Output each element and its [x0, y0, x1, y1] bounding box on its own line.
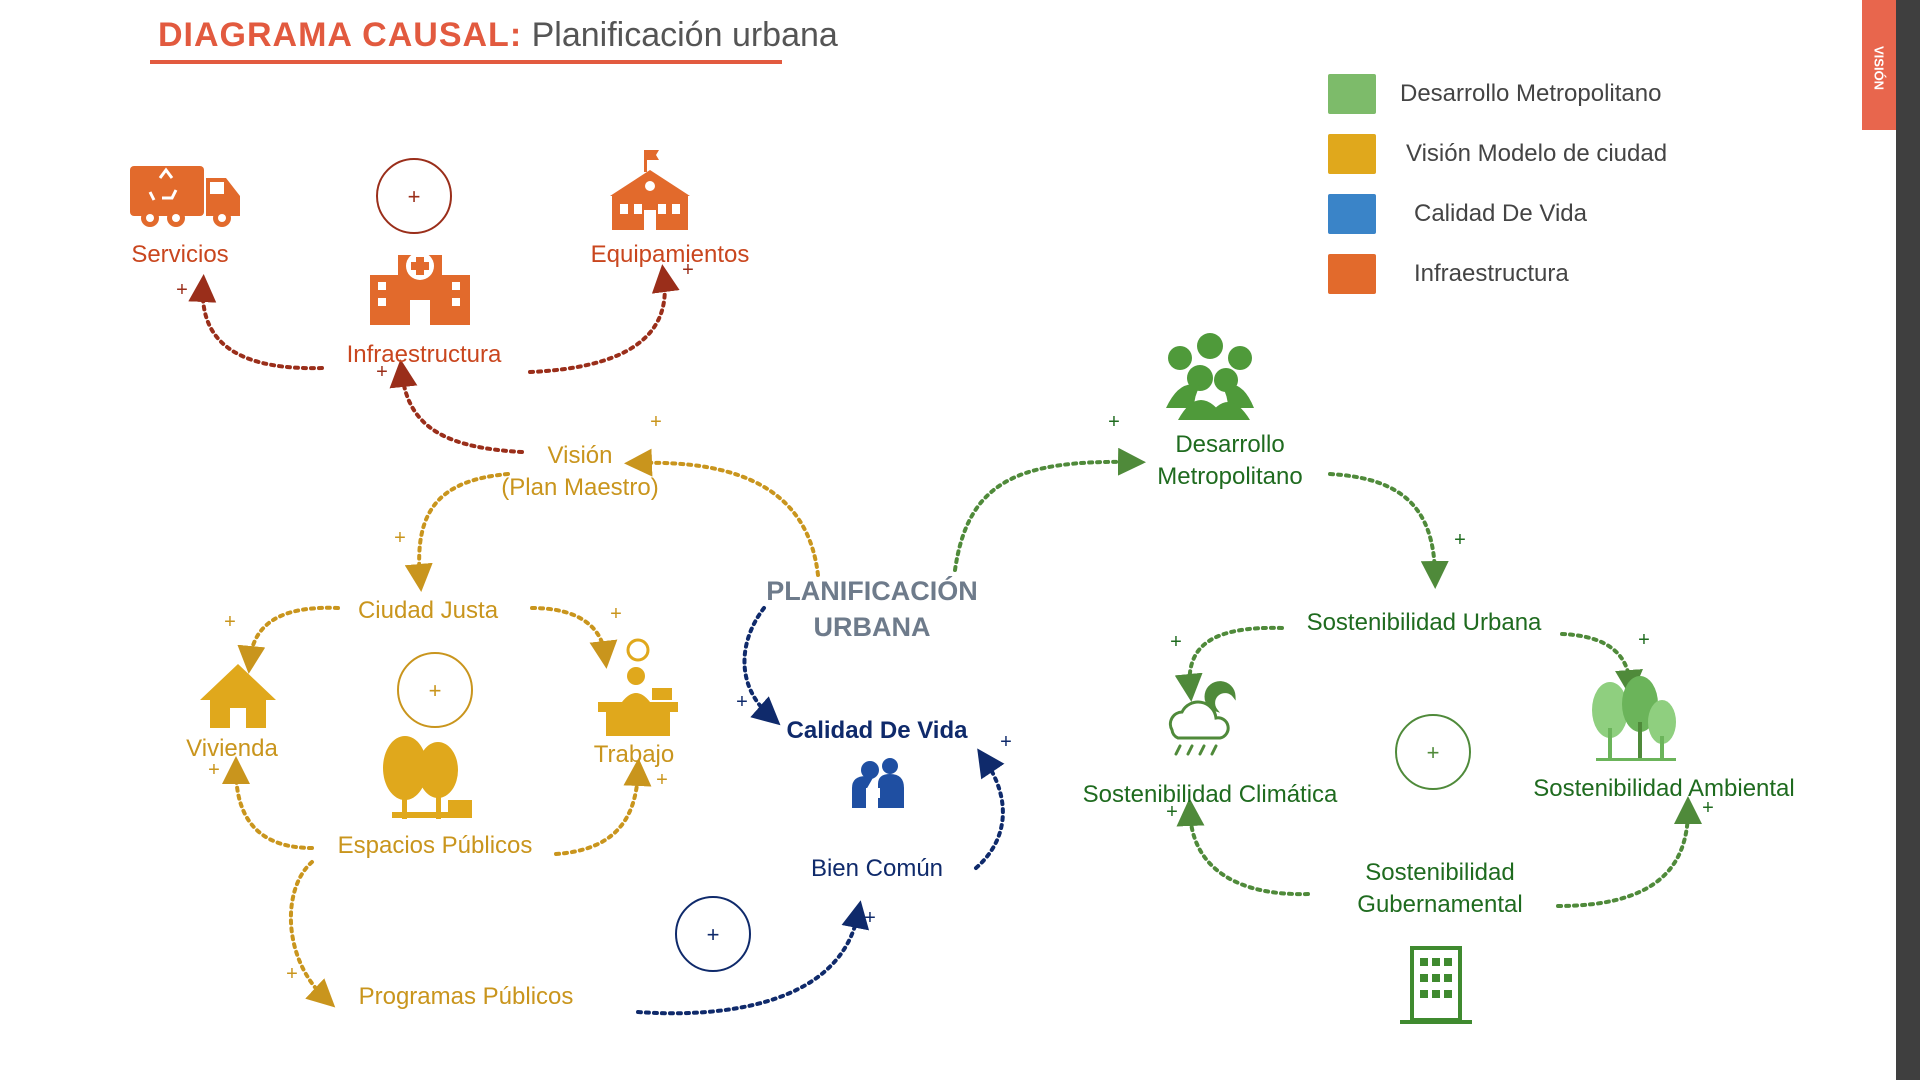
label-sost-ambiental: Sostenibilidad Ambiental: [1533, 775, 1795, 802]
arrow-vision-to-infra: [389, 359, 524, 454]
loop-sign-vision: +: [429, 678, 442, 703]
people-caring-icon: [852, 758, 904, 808]
label-desarrollo-l2: Metropolitano: [1157, 463, 1302, 490]
house-icon: [200, 664, 276, 728]
forest-icon: [1592, 676, 1676, 761]
loop-sign-green: +: [1427, 740, 1440, 765]
legend-label-calidad: Calidad De Vida: [1414, 200, 1588, 227]
arrow-sost-urbana-to-climatica: [1174, 625, 1284, 702]
label-programas-publicos: Programas Públicos: [359, 983, 574, 1010]
loop-sign-calidad: +: [707, 922, 720, 947]
label-calidad-de-vida: Calidad De Vida: [787, 717, 969, 744]
label-planificacion-l2: URBANA: [814, 612, 931, 642]
hospital-icon: [370, 252, 470, 325]
label-servicios: Servicios: [131, 241, 228, 268]
arrow-bien-comun-to-calidad: [974, 748, 1005, 870]
label-vision-l2: (Plan Maestro): [501, 474, 658, 501]
polarity-sign-climatica-bottom: +: [1166, 801, 1178, 823]
arrow-planificacion-to-calidad: [742, 606, 781, 726]
label-bien-comun: Bien Común: [811, 855, 943, 882]
polarity-sign-trabajo-bottom: +: [656, 769, 668, 791]
polarity-sign-vivienda-bottom: +: [208, 759, 220, 781]
arrow-gubernamental-to-ambiental: [1556, 796, 1702, 908]
vision-side-tab[interactable]: VISIÓN: [1862, 0, 1896, 130]
polarity-sign-sost-urbana: +: [1454, 529, 1466, 551]
polarity-sign-calidad-left: +: [736, 691, 748, 713]
loop-circle-calidad: [675, 896, 751, 972]
polarity-sign-climatica-top: +: [1170, 631, 1182, 653]
people-group-icon: [1166, 333, 1254, 420]
loop-circle-vision: [397, 652, 473, 728]
vision-side-tab-label: VISIÓN: [1871, 45, 1887, 91]
polarity-sign-infraestructura: +: [376, 361, 388, 383]
office-building-icon: [1400, 946, 1472, 1024]
polarity-sign-vision: +: [650, 411, 662, 433]
weather-icon: [1168, 681, 1236, 756]
label-vision-l1: Visión: [548, 442, 613, 469]
polarity-sign-ciudad-justa: +: [394, 527, 406, 549]
arrow-espacios-to-trabajo: [554, 758, 652, 856]
label-trabajo: Trabajo: [594, 741, 674, 768]
legend-label-infraestructura: Infraestructura: [1414, 260, 1569, 287]
legend-swatch-green: [1328, 74, 1376, 114]
arrow-infra-to-equipamientos: [528, 264, 680, 374]
arrow-sost-urbana-to-ambiental: [1560, 632, 1643, 698]
legend-item-vision: Visión Modelo de ciudad: [1328, 134, 1748, 178]
polarity-sign-desarrollo: +: [1108, 411, 1120, 433]
worker-desk-icon: [598, 638, 678, 736]
polarity-sign-equipamientos: +: [682, 259, 694, 281]
label-equipamientos: Equipamientos: [591, 241, 750, 268]
title-light: Planificación urbana: [531, 16, 838, 54]
arrow-infra-to-servicios: [188, 274, 324, 371]
diagram-title: DIAGRAMA CAUSAL: Planificación urbana: [158, 16, 838, 55]
arrow-espacios-to-vivienda: [222, 756, 314, 850]
arrow-ciudad-justa-to-trabajo: [530, 606, 618, 669]
arrow-programas-to-bien-comun: [636, 900, 870, 1016]
loop-circle-green: [1395, 714, 1471, 790]
polarity-sign-bien-comun: +: [864, 907, 876, 929]
polarity-sign-ambiental-bottom: +: [1702, 797, 1714, 819]
polarity-sign-programas: +: [286, 963, 298, 985]
legend-label-vision: Visión Modelo de ciudad: [1406, 140, 1668, 167]
legend-item-infraestructura: Infraestructura: [1328, 254, 1748, 298]
label-planificacion-l1: PLANIFICACIÓN: [766, 575, 978, 606]
polarity-sign-ambiental-top: +: [1638, 629, 1650, 651]
legend-swatch-blue: [1328, 194, 1376, 234]
loop-sign-infra: +: [408, 184, 421, 209]
polarity-sign-vivienda-top: +: [224, 611, 236, 633]
arrow-espacios-to-programas: [288, 860, 336, 1008]
arrow-ciudad-justa-to-vivienda: [237, 605, 340, 674]
label-vivienda: Vivienda: [186, 735, 278, 762]
arrow-vision-to-ciudad-justa: [404, 472, 510, 592]
label-infraestructura: Infraestructura: [347, 341, 502, 368]
legend-item-calidad: Calidad De Vida: [1328, 194, 1748, 238]
legend-label-desarrollo: Desarrollo Metropolitano: [1400, 80, 1662, 107]
trees-icon: [383, 736, 472, 819]
title-strong: DIAGRAMA CAUSAL:: [158, 16, 523, 54]
polarity-sign-calidad-right: +: [1000, 731, 1012, 753]
label-ciudad-justa: Ciudad Justa: [358, 597, 499, 624]
label-sost-climatica: Sostenibilidad Climática: [1083, 781, 1338, 808]
legend-swatch-orange: [1328, 254, 1376, 294]
arrow-gubernamental-to-climatica: [1176, 798, 1310, 897]
label-sost-gub-l1: Sostenibilidad: [1365, 859, 1514, 886]
title-underline: [150, 60, 782, 64]
recycling-truck-icon: [130, 166, 240, 227]
arrow-desarrollo-to-sost-urbana: [1328, 472, 1449, 589]
arrow-planificacion-to-vision: [624, 448, 820, 577]
legend-item-desarrollo: Desarrollo Metropolitano: [1328, 74, 1748, 118]
legend-swatch-yellow: [1328, 134, 1376, 174]
polarity-sign-servicios: +: [176, 279, 188, 301]
polarity-sign-trabajo-top: +: [610, 603, 622, 625]
loop-circle-infra: [376, 158, 452, 234]
school-building-icon: [610, 150, 690, 230]
arrow-planificacion-to-desarrollo: [953, 447, 1146, 572]
label-sost-urbana: Sostenibilidad Urbana: [1307, 609, 1542, 636]
label-espacios-publicos: Espacios Públicos: [338, 832, 533, 859]
label-sost-gub-l2: Gubernamental: [1357, 891, 1522, 918]
label-desarrollo-l1: Desarrollo: [1175, 431, 1284, 458]
right-scroll-bar: [1896, 0, 1920, 1080]
